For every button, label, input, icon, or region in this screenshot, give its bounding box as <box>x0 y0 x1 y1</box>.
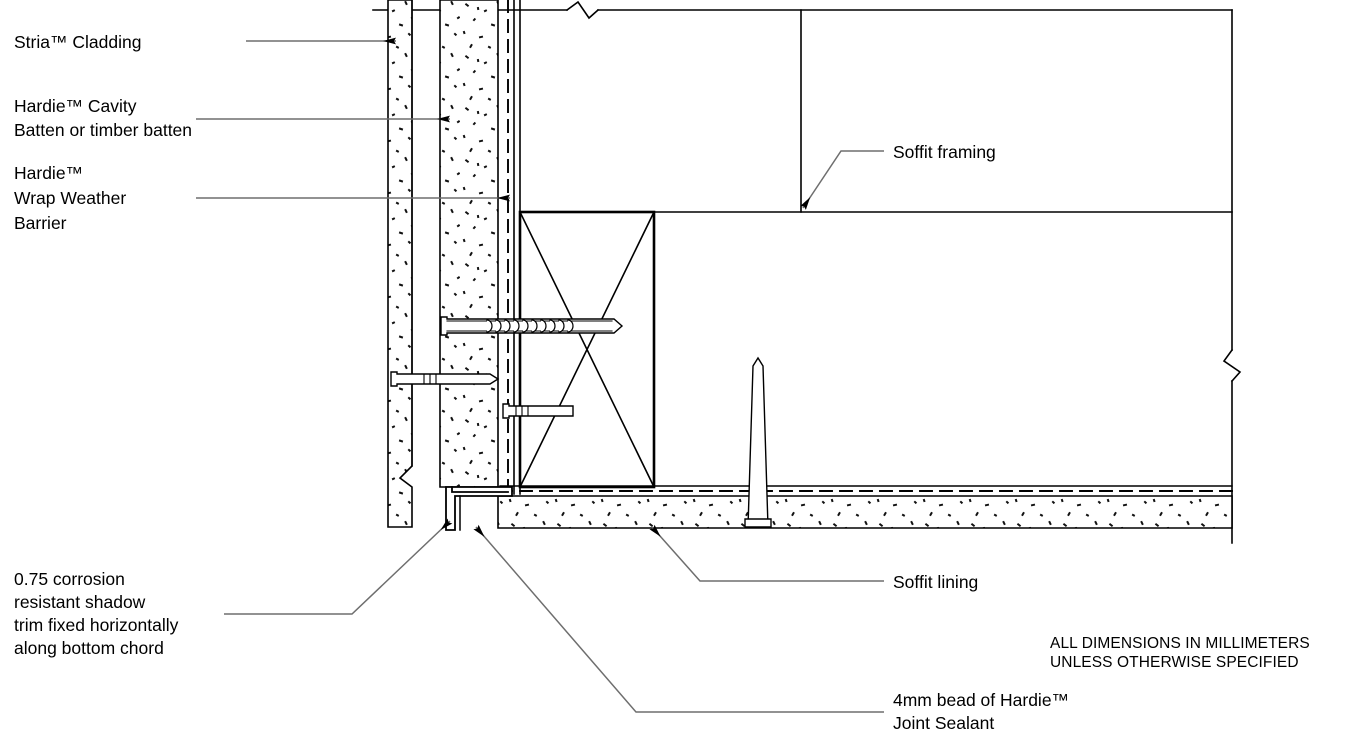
label-shadow-trim-line3: trim fixed horizontally <box>14 615 179 635</box>
fastener-nail-soffit <box>744 356 772 528</box>
units-note-line2: UNLESS OTHERWISE SPECIFIED <box>1050 654 1299 671</box>
shadow-trim-section <box>445 486 513 531</box>
soffit-framing-member <box>518 210 656 489</box>
label-joint-sealant-line1: 4mm bead of Hardie™ <box>893 690 1070 710</box>
label-soffit-framing: Soffit framing <box>893 142 996 162</box>
label-stria-cladding: Stria™ Cladding <box>14 32 142 52</box>
label-shadow-trim-line4: along bottom chord <box>14 638 164 658</box>
label-cavity-batten-line1: Hardie™ Cavity <box>14 96 137 116</box>
leader-soffit-framing <box>800 150 884 210</box>
fastener-screw-upper <box>440 316 624 336</box>
label-weather-barrier-line3: Barrier <box>14 213 67 233</box>
soffit-lining-section <box>497 495 1233 529</box>
label-cavity-batten-line2: Batten or timber batten <box>14 120 193 140</box>
fastener-nail-lower <box>502 403 574 419</box>
label-shadow-trim-line2: resistant shadow <box>14 592 146 612</box>
right-break-line <box>1222 9 1242 544</box>
units-note-line1: ALL DIMENSIONS IN MILLIMETERS <box>1050 635 1310 652</box>
label-weather-barrier-line2: Wrap Weather <box>14 188 127 208</box>
fastener-nail-middle <box>390 371 500 387</box>
label-weather-barrier-line1: Hardie™ <box>14 163 84 183</box>
label-joint-sealant-line2: Joint Sealant <box>893 713 995 733</box>
leader-soffit-lining <box>649 524 884 582</box>
label-shadow-trim-line1: 0.75 corrosion <box>14 569 125 589</box>
upper-break-line <box>372 0 1233 20</box>
cavity-batten-section <box>439 0 499 488</box>
label-soffit-lining: Soffit lining <box>893 572 979 592</box>
leader-lines <box>196 37 884 713</box>
stria-cladding-section <box>387 0 413 528</box>
leader-shadow-trim <box>224 518 453 615</box>
leader-joint-sealant <box>473 524 884 713</box>
